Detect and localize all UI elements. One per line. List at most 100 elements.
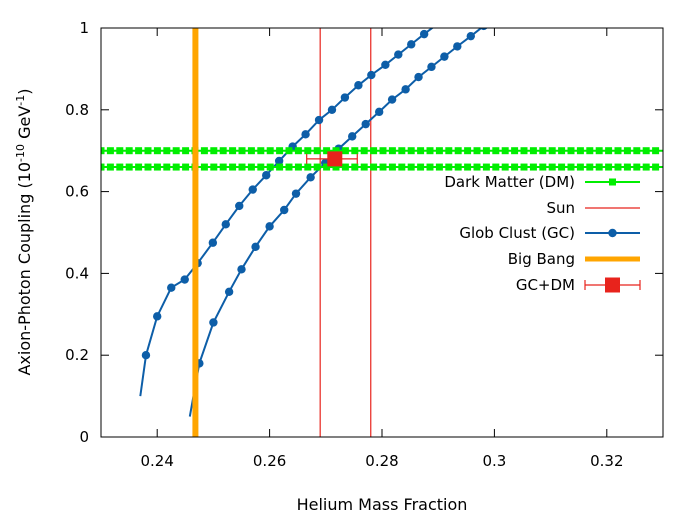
dm-marker xyxy=(247,147,255,155)
dm-marker xyxy=(285,163,293,171)
dm-marker xyxy=(323,163,331,171)
dm-marker xyxy=(116,163,124,171)
y-axis-label-exp1: -10 xyxy=(14,144,27,162)
dm-marker xyxy=(341,147,349,155)
dm-marker xyxy=(304,147,312,155)
gc-point xyxy=(447,9,455,17)
gc-point xyxy=(221,220,230,229)
gc-point xyxy=(453,42,462,51)
dm-marker xyxy=(539,163,547,171)
dm-marker xyxy=(605,147,613,155)
dm-marker xyxy=(473,163,481,171)
dm-marker xyxy=(172,147,180,155)
dm-marker xyxy=(257,147,265,155)
dm-marker xyxy=(388,147,396,155)
y-axis-label-exp2: -1 xyxy=(14,95,27,106)
y-tick-label: 0.4 xyxy=(65,264,89,282)
gc-point xyxy=(493,12,501,20)
y-tick-label: 0.8 xyxy=(65,101,89,119)
dm-marker xyxy=(106,147,114,155)
gc-point xyxy=(440,52,449,61)
gc-point xyxy=(327,105,337,115)
dm-marker xyxy=(492,163,500,171)
gc-point xyxy=(340,93,350,102)
dm-marker xyxy=(332,163,340,171)
dm-marker xyxy=(370,147,378,155)
dm-marker xyxy=(144,163,152,171)
dm-marker xyxy=(238,163,246,171)
gc-point xyxy=(291,189,301,198)
dm-marker xyxy=(285,147,293,155)
dm-marker xyxy=(210,163,218,171)
gc-point xyxy=(208,238,218,247)
x-tick-label: 0.32 xyxy=(590,452,623,470)
dm-marker xyxy=(360,147,368,155)
dm-marker xyxy=(219,147,227,155)
gc-point xyxy=(348,132,357,141)
gc-point xyxy=(407,40,416,49)
dm-marker xyxy=(614,147,622,155)
gc-point xyxy=(167,283,176,292)
gc-point xyxy=(153,312,162,321)
dm-marker xyxy=(101,147,105,155)
gc-point xyxy=(262,171,271,180)
dm-marker xyxy=(238,147,246,155)
dm-marker xyxy=(454,163,462,171)
gc-point xyxy=(280,205,289,215)
x-tick-label: 0.26 xyxy=(253,452,286,470)
dm-marker xyxy=(219,163,227,171)
dm-marker xyxy=(370,163,378,171)
dm-marker xyxy=(182,163,190,171)
legend-big-bang-label: Big Bang xyxy=(508,250,575,268)
gc-point xyxy=(224,287,234,297)
gc-point xyxy=(235,201,244,211)
dm-marker xyxy=(163,147,171,155)
dm-marker xyxy=(464,147,472,155)
gc-point xyxy=(248,185,257,194)
gc-curve-2 xyxy=(188,28,483,417)
dm-marker xyxy=(125,163,133,171)
gc-point xyxy=(209,318,218,327)
dm-marker xyxy=(313,147,321,155)
dm-marker xyxy=(623,147,631,155)
dm-marker xyxy=(116,147,124,155)
dm-marker xyxy=(266,147,274,155)
dm-marker xyxy=(586,147,594,155)
gc-point xyxy=(301,130,310,139)
dm-marker xyxy=(163,163,171,171)
dm-marker xyxy=(567,163,575,171)
dm-marker xyxy=(445,163,453,171)
plot-series xyxy=(101,9,663,437)
dm-marker xyxy=(360,163,368,171)
gc-point xyxy=(251,242,260,252)
gc-point xyxy=(237,265,246,274)
dm-marker xyxy=(652,163,660,171)
gc-point xyxy=(361,119,370,129)
dm-marker xyxy=(633,163,641,171)
dm-marker xyxy=(558,163,566,171)
dm-marker xyxy=(567,147,575,155)
y-axis-label-main: Axion-Photon Coupling (10 xyxy=(15,162,34,376)
dm-marker xyxy=(332,147,340,155)
gc-point xyxy=(265,222,274,231)
gc-point xyxy=(401,85,410,94)
plot-frame xyxy=(100,27,664,438)
gc-point xyxy=(480,28,488,31)
dm-marker xyxy=(539,147,547,155)
y-tick-label: 0.6 xyxy=(65,183,89,201)
dm-marker xyxy=(520,147,528,155)
dm-marker xyxy=(388,163,396,171)
dm-marker xyxy=(642,147,650,155)
dm-marker xyxy=(633,147,641,155)
dm-marker xyxy=(614,163,622,171)
dm-marker xyxy=(529,163,537,171)
gc-point xyxy=(306,173,315,182)
dm-marker xyxy=(200,163,208,171)
dm-marker xyxy=(182,147,190,155)
gc-point xyxy=(419,29,429,39)
dm-marker xyxy=(417,147,425,155)
dm-marker xyxy=(294,163,302,171)
dm-marker xyxy=(464,163,472,171)
